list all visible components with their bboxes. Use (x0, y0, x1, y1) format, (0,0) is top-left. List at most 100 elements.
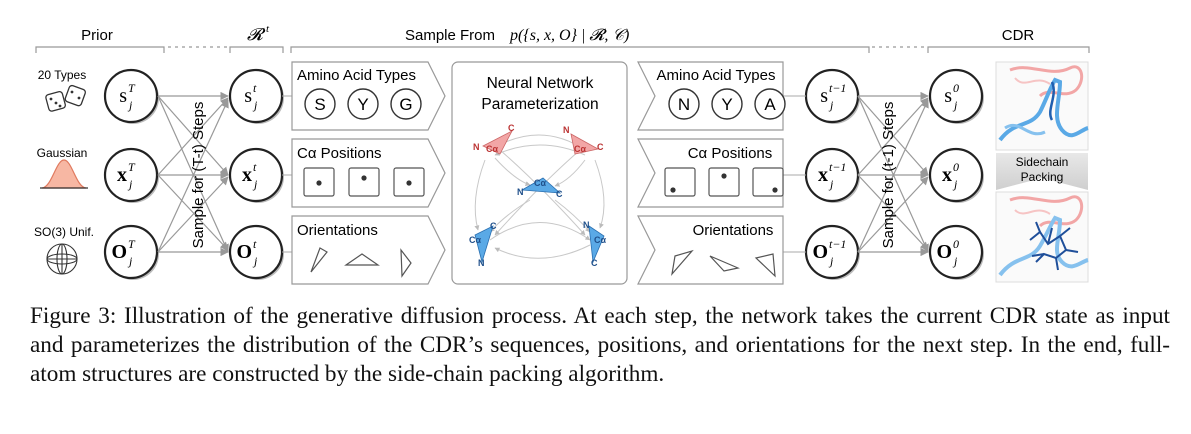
header-formula: p({s, x, O} | 𝓡, 𝒞) (509, 27, 629, 44)
node-symbol: s (244, 85, 252, 107)
right-ca-boxes (664, 167, 784, 197)
nn-atom-c: C (490, 221, 497, 231)
node-subscript: j (252, 177, 258, 191)
node-symbol: s (119, 85, 127, 107)
nn-frame-red-right (570, 133, 600, 155)
cdr-structure-bottom (995, 191, 1089, 283)
vertical-label-left: Sample for (T-t) Steps (190, 102, 207, 249)
nn-atom-ca: Cα (574, 144, 586, 154)
vertical-label-right: Sample for (t-1) Steps (880, 102, 897, 249)
nn-atom-c: C (508, 123, 515, 133)
node-subscript: j (828, 177, 834, 191)
so3-sphere-icon (46, 243, 78, 275)
header-rt-sup: t (266, 23, 270, 35)
nn-atom-n: N (583, 220, 590, 230)
node-symbol: O (812, 241, 828, 263)
nn-atom-n: N (478, 258, 485, 268)
tm1-to-zero-arrows (857, 91, 929, 257)
node-superscript: t−1 (829, 237, 846, 251)
node-symbol: x (117, 164, 127, 186)
nn-atom-ca: Cα (594, 235, 606, 245)
node-superscript: 0 (953, 81, 959, 95)
node-superscript: t (253, 237, 257, 251)
nn-atom-n: N (473, 142, 480, 152)
node-superscript: t (253, 81, 257, 95)
aa-circle-Y: Y (347, 88, 379, 120)
header-rt: 𝓡 t (247, 23, 270, 44)
aa-letter: N (678, 95, 690, 114)
nn-atom-c: C (591, 258, 598, 268)
node-superscript: t (253, 160, 257, 174)
nn-frame-blue-left (474, 225, 494, 264)
header-sample-from: Sample From (405, 27, 495, 44)
nn-title-2: Parameterization (481, 96, 598, 113)
nn-frame-blue-right (588, 225, 605, 264)
node-symbol: O (111, 241, 127, 263)
prior-so3-label: SO(3) Unif. (34, 225, 94, 239)
aa-circle-Y: Y (711, 88, 743, 120)
aa-letter: A (764, 95, 776, 114)
figure-caption: Figure 3: Illustration of the generative… (30, 303, 1170, 387)
node-superscript: T (128, 160, 136, 174)
node-symbol: x (242, 164, 252, 186)
diffusion-figure: Prior 𝓡 t Sample From p({s, x, O} | 𝓡, 𝒞… (34, 23, 1090, 285)
aa-letter: Y (357, 95, 368, 114)
nn-atom-ca: Cα (486, 144, 498, 154)
aa-letter: G (399, 95, 412, 114)
node-symbol: O (936, 241, 952, 263)
left-ca-title: Cα Positions (297, 145, 382, 162)
nn-atom-n: N (563, 125, 570, 135)
prior-gaussian-label: Gaussian (37, 146, 88, 160)
nn-atom-labels: C N Cα N Cα C Cα N C C Cα N N Cα C (469, 123, 606, 268)
right-orient-title: Orientations (693, 222, 774, 239)
nn-atom-ca: Cα (469, 235, 481, 245)
nn-panel (451, 61, 628, 285)
aa-circle-S: S (304, 88, 336, 120)
nn-frame-blue-center (520, 177, 562, 194)
nn-atom-n: N (517, 187, 524, 197)
left-aa-title: Amino Acid Types (297, 67, 416, 84)
node-superscript: t−1 (829, 81, 846, 95)
right-aa-title: Amino Acid Types (657, 67, 776, 84)
left-orient-title: Orientations (297, 222, 378, 239)
node-subscript: j (252, 98, 258, 112)
node-superscript: 0 (953, 237, 959, 251)
node-subscript: j (127, 98, 133, 112)
aa-circle-A: A (754, 88, 786, 120)
prior-20-types-label: 20 Types (38, 68, 86, 82)
aa-circle-N: N (668, 88, 700, 120)
sidechain-packing-band: Sidechain Packing (996, 153, 1088, 190)
nn-atom-c: C (556, 189, 563, 199)
right-orient-triangles (671, 249, 776, 278)
aa-letter: S (314, 95, 325, 114)
node-subscript: j (952, 254, 958, 268)
left-ca-boxes (303, 167, 425, 197)
node-subscript: j (952, 98, 958, 112)
aa-circle-G: G (390, 88, 422, 120)
node-subscript: j (127, 177, 133, 191)
header-cdr: CDR (1002, 27, 1035, 44)
nn-title-1: Neural Network (487, 75, 594, 92)
node-subscript: j (127, 254, 133, 268)
node-subscript: j (252, 254, 258, 268)
aa-letter: Y (721, 95, 732, 114)
header-rt-symbol: 𝓡 (247, 25, 266, 44)
node-superscript: T (128, 81, 136, 95)
right-ca-title: Cα Positions (688, 145, 773, 162)
sidechain-line1: Sidechain (1016, 155, 1069, 169)
nn-atom-ca: Cα (534, 178, 546, 188)
sidechain-line2: Packing (1021, 170, 1064, 184)
node-subscript: j (952, 177, 958, 191)
panel-link-arrows (282, 95, 806, 253)
